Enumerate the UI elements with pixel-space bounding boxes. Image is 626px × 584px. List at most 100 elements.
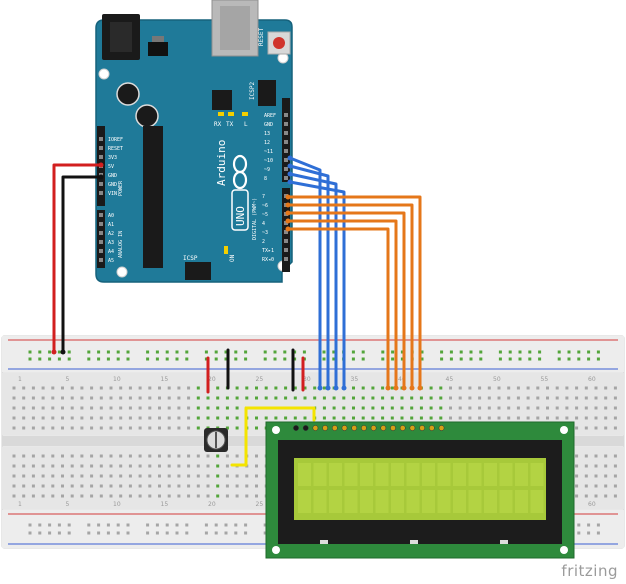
terminal-hole bbox=[22, 386, 26, 390]
rail-hole bbox=[273, 350, 277, 354]
rail-hole bbox=[224, 350, 228, 354]
terminal-hole bbox=[604, 474, 608, 478]
header-pin bbox=[99, 137, 103, 141]
rail-hole bbox=[577, 357, 581, 361]
wire-orange-5[interactable] bbox=[286, 227, 390, 390]
terminal-hole bbox=[119, 474, 123, 478]
terminal-hole bbox=[584, 494, 588, 498]
terminal-hole bbox=[148, 426, 152, 430]
reset-button-cap[interactable] bbox=[273, 37, 285, 49]
rail-hole bbox=[165, 531, 169, 535]
rail-hole bbox=[244, 531, 248, 535]
header-pin bbox=[284, 257, 288, 261]
potentiometer[interactable] bbox=[204, 428, 228, 452]
lcd-mount-hole bbox=[272, 546, 280, 554]
terminal-hole bbox=[167, 396, 171, 400]
terminal-hole bbox=[594, 484, 598, 488]
terminal-hole bbox=[410, 396, 414, 400]
lcd-char-cell bbox=[360, 490, 373, 513]
usb-chip bbox=[212, 90, 232, 110]
terminal-hole bbox=[507, 396, 511, 400]
wire-blue-4[interactable] bbox=[288, 180, 346, 390]
rail-hole bbox=[322, 350, 326, 354]
terminal-hole bbox=[177, 474, 181, 478]
rail-hole bbox=[175, 350, 179, 354]
terminal-hole bbox=[148, 396, 152, 400]
terminal-hole bbox=[245, 474, 249, 478]
rail-hole bbox=[28, 350, 32, 354]
wire-gnd-black[interactable] bbox=[61, 175, 103, 354]
lcd-char-cell bbox=[499, 463, 513, 486]
terminal-hole bbox=[555, 396, 559, 400]
rail-hole bbox=[293, 350, 297, 354]
terminal-hole bbox=[51, 406, 55, 410]
rail-hole bbox=[57, 523, 61, 527]
terminal-hole bbox=[196, 416, 200, 420]
lcd-pin bbox=[428, 425, 435, 431]
wire-yellow-contrast[interactable] bbox=[230, 406, 316, 467]
digital-pin-label: AREF bbox=[264, 113, 276, 119]
rail-hole bbox=[106, 350, 110, 354]
terminal-hole bbox=[361, 416, 365, 420]
terminal-hole bbox=[487, 406, 491, 410]
rail-hole bbox=[557, 357, 561, 361]
terminal-hole bbox=[400, 416, 404, 420]
terminal-hole bbox=[51, 386, 55, 390]
rail-hole bbox=[440, 350, 444, 354]
terminal-hole bbox=[604, 426, 608, 430]
terminal-hole bbox=[177, 426, 181, 430]
wire-5v-red[interactable] bbox=[52, 163, 103, 354]
wire-blue-3[interactable] bbox=[288, 172, 338, 390]
wire-blue-2[interactable] bbox=[288, 164, 330, 390]
terminal-hole bbox=[284, 396, 288, 400]
terminal-hole bbox=[487, 416, 491, 420]
terminal-hole bbox=[138, 396, 142, 400]
terminal-hole bbox=[70, 494, 74, 498]
terminal-hole bbox=[167, 464, 171, 468]
column-number: 20 bbox=[208, 376, 216, 383]
terminal-hole bbox=[332, 416, 336, 420]
rail-hole bbox=[87, 531, 91, 535]
rail-hole bbox=[508, 350, 512, 354]
terminal-hole bbox=[80, 494, 84, 498]
lcd-mount-hole bbox=[560, 426, 568, 434]
terminal-hole bbox=[41, 464, 45, 468]
terminal-hole bbox=[439, 406, 443, 410]
wire-orange-1[interactable] bbox=[286, 195, 422, 390]
terminal-hole bbox=[158, 454, 161, 458]
analog-pin-label: A0 bbox=[108, 213, 114, 219]
voltage-regulator-tab bbox=[152, 36, 164, 42]
led-l bbox=[242, 112, 248, 116]
terminal-hole bbox=[167, 426, 171, 430]
wire-blue-1[interactable] bbox=[288, 156, 322, 390]
lcd-char-cell bbox=[344, 490, 358, 513]
terminal-hole bbox=[216, 406, 220, 410]
terminal-hole bbox=[109, 494, 113, 498]
terminal-hole bbox=[604, 494, 608, 498]
terminal-hole bbox=[584, 416, 588, 420]
rail-hole bbox=[116, 350, 120, 354]
header-pin bbox=[284, 149, 288, 153]
column-number: 55 bbox=[541, 376, 549, 383]
wire-orange-4[interactable] bbox=[286, 219, 398, 390]
wire-orange-2[interactable] bbox=[286, 203, 414, 390]
rail-hole bbox=[204, 350, 208, 354]
rail-hole bbox=[498, 350, 502, 354]
power-pin-label: RESET bbox=[108, 146, 123, 152]
terminal-hole bbox=[206, 396, 210, 400]
lcd-char-cell bbox=[375, 463, 389, 486]
terminal-hole bbox=[594, 396, 598, 400]
wire-orange-3[interactable] bbox=[286, 211, 406, 390]
rail-hole bbox=[283, 357, 287, 361]
digital-pin-label: TX▸1 bbox=[262, 248, 274, 254]
terminal-hole bbox=[90, 494, 94, 498]
terminal-hole bbox=[604, 406, 608, 410]
terminal-hole bbox=[148, 454, 152, 458]
wire-end bbox=[401, 385, 407, 391]
rail-hole bbox=[508, 357, 512, 361]
terminal-hole bbox=[31, 386, 35, 390]
terminal-hole bbox=[613, 454, 617, 458]
terminal-hole bbox=[478, 396, 482, 400]
rail-hole bbox=[48, 357, 52, 361]
terminal-hole bbox=[352, 416, 355, 420]
